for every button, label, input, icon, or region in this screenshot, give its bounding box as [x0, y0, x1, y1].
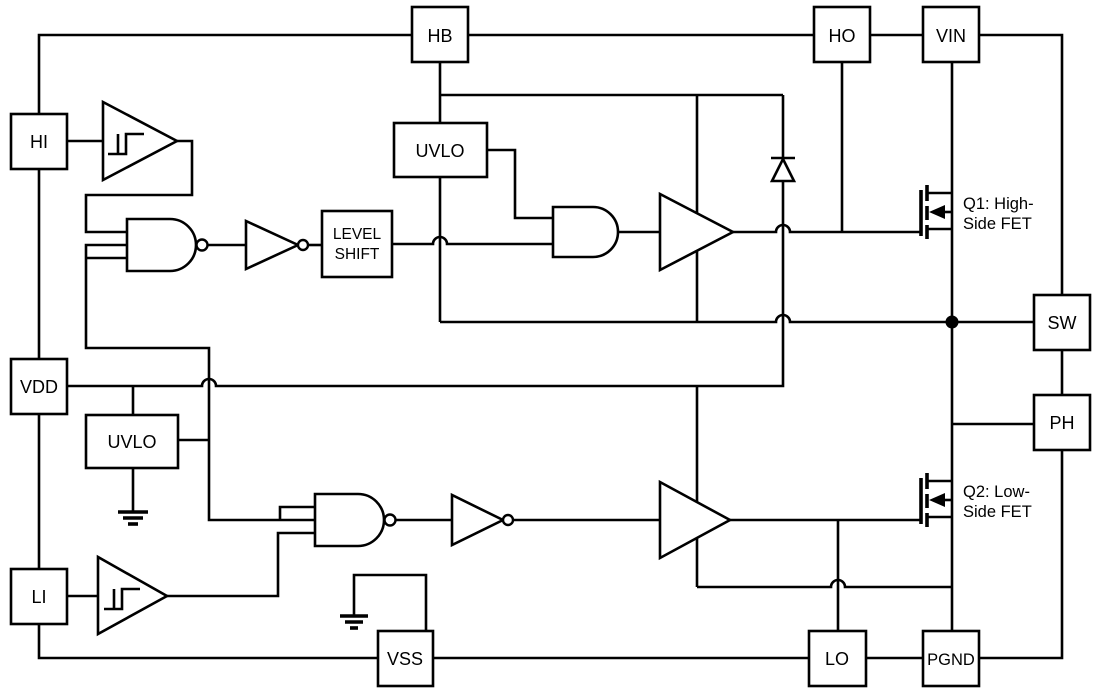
pin-label-pgnd: PGND	[927, 651, 975, 669]
outer-rail-wires	[37, 33, 1064, 660]
pin-box-ph	[1032, 393, 1092, 452]
pin-label-vss: VSS	[387, 649, 423, 669]
ground-icon-vss	[340, 614, 368, 630]
q1-label-line1: Q1: High-	[963, 195, 1034, 213]
nmos-fet-q2-icon: Q2: Low- Side FET	[919, 473, 1032, 527]
pin-box-lo	[807, 629, 868, 688]
schmitt-trigger-low-icon	[96, 554, 170, 637]
wire	[440, 313, 1034, 324]
wire	[487, 148, 553, 220]
inverter-low-icon	[450, 492, 515, 548]
pin-box-hb	[410, 5, 470, 64]
wire	[84, 139, 194, 234]
pin-ho: HO	[812, 5, 872, 64]
uvlo-low-block: UVLO	[84, 413, 180, 470]
driver-buffer-low-icon	[658, 479, 733, 561]
wire	[733, 223, 921, 234]
q2-label-line2: Side FET	[963, 503, 1032, 521]
pin-box-vss	[376, 629, 435, 688]
pin-box-pgnd	[921, 629, 981, 688]
pin-vdd: VDD	[9, 357, 69, 416]
uvlo-high-label: UVLO	[415, 141, 464, 161]
wire	[697, 578, 952, 589]
pin-label-lo: LO	[825, 649, 849, 669]
pin-hi: HI	[9, 112, 69, 171]
and-gate-icon	[551, 205, 620, 259]
wire	[37, 624, 378, 660]
pin-hb: HB	[410, 5, 470, 64]
driver-buffer-high-icon	[658, 191, 736, 273]
uvlo-low-label: UVLO	[107, 432, 156, 452]
pin-box-ho	[812, 5, 872, 64]
pin-label-li: LI	[31, 587, 46, 607]
uvlo-high-block: UVLO	[392, 121, 489, 179]
pin-box-sw	[1032, 293, 1092, 352]
q1-label-line2: Side FET	[963, 215, 1032, 233]
level-shift-label-line1: LEVEL	[333, 226, 382, 243]
pin-label-ph: PH	[1049, 413, 1074, 433]
q2-label-line1: Q2: Low-	[963, 483, 1030, 501]
inverter-high-icon	[244, 218, 310, 272]
pin-vin: VIN	[921, 5, 981, 64]
pin-label-sw: SW	[1048, 313, 1077, 333]
level-shift-label-line2: SHIFT	[335, 246, 380, 263]
wire	[37, 33, 412, 114]
wire	[352, 573, 428, 631]
nmos-fet-q1-icon: Q1: High- Side FET	[919, 185, 1034, 239]
pin-label-hb: HB	[427, 26, 452, 46]
junction-dot-sw-node	[945, 315, 959, 329]
pin-label-vin: VIN	[936, 26, 966, 46]
pin-box-hi	[9, 112, 69, 171]
nand-gate-high-icon	[125, 217, 209, 273]
wire	[67, 181, 785, 388]
ground-icon-uvlo	[118, 510, 148, 526]
level-shift-block: LEVEL SHIFT	[320, 209, 394, 279]
pin-lo: LO	[807, 629, 868, 688]
pin-box-li	[9, 567, 69, 626]
wire	[84, 243, 315, 522]
schmitt-trigger-high-icon	[101, 99, 180, 183]
wire	[278, 505, 315, 520]
wire	[979, 450, 1064, 660]
pin-sw: SW	[1032, 293, 1092, 352]
pin-vss: VSS	[376, 629, 435, 688]
pin-li: LI	[9, 567, 69, 626]
interior-wires	[67, 62, 1034, 631]
wire	[392, 235, 553, 246]
pin-pgnd: PGND	[921, 629, 981, 688]
pin-box-vin	[921, 5, 981, 64]
pin-box-vdd	[9, 357, 69, 416]
pin-label-vdd: VDD	[20, 377, 58, 397]
bootstrap-diode-icon	[769, 156, 797, 183]
wire	[167, 531, 315, 598]
nand-gate-low-icon	[313, 492, 397, 548]
wire	[979, 33, 1064, 295]
pin-ph: PH	[1032, 393, 1092, 452]
pin-label-ho: HO	[829, 26, 856, 46]
pin-label-hi: HI	[30, 132, 48, 152]
